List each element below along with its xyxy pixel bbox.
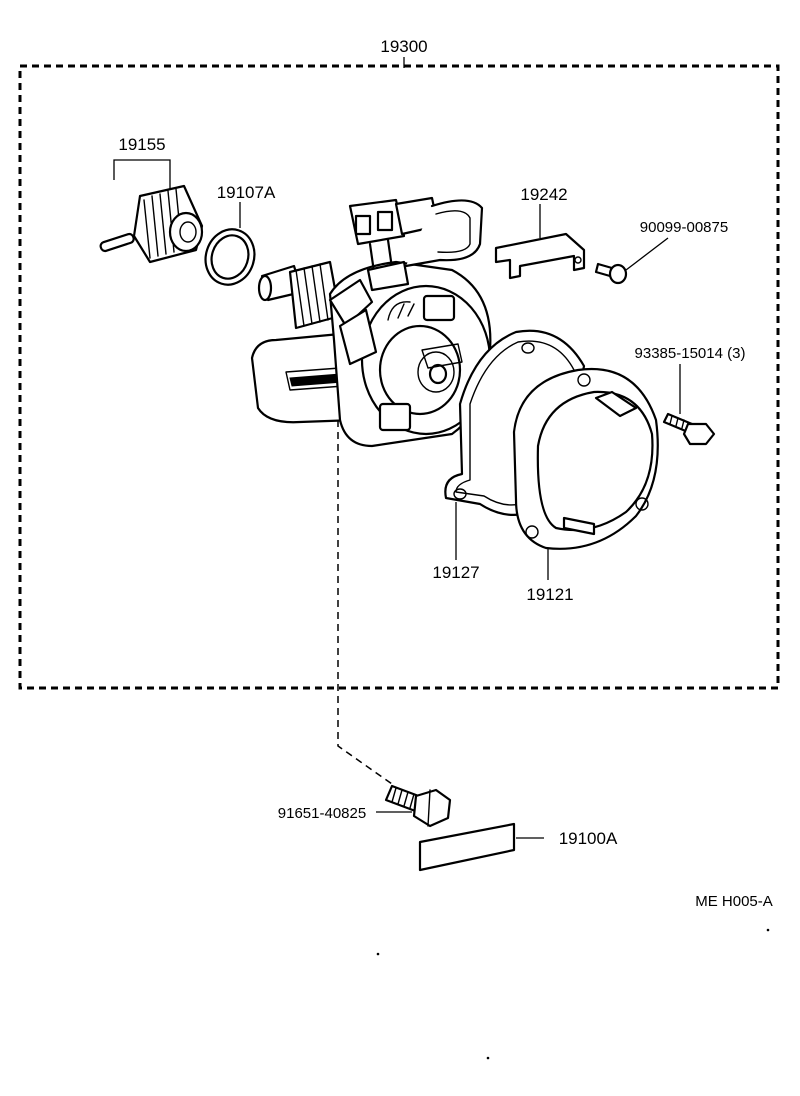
bracket-part <box>494 232 586 280</box>
drive-gear-part <box>99 184 204 264</box>
distributor-housing-part <box>250 196 492 448</box>
speck <box>766 928 770 932</box>
label-bolt: 91651-40825 <box>278 805 366 822</box>
drive-gear-leader <box>113 159 171 190</box>
label-drive-gear: 19155 <box>118 135 165 154</box>
label-o-ring: 19107A <box>217 183 276 202</box>
label-screw-cap: 93385-15014 (3) <box>635 345 746 362</box>
label-bracket: 19242 <box>520 185 567 204</box>
screw-bracket-leader <box>625 237 669 271</box>
speck <box>486 1056 490 1060</box>
cap-part <box>512 367 659 550</box>
screw-cap-part <box>662 412 716 446</box>
label-cap: 19121 <box>526 585 573 604</box>
assembly-boundary <box>18 64 780 690</box>
o-ring-part <box>204 228 256 286</box>
screw-bracket-part <box>594 262 628 285</box>
label-plate-part <box>418 822 516 872</box>
label-assembly: 19300 <box>380 37 427 56</box>
label-screw-bracket: 90099-00875 <box>640 219 728 236</box>
label-gasket: 19127 <box>432 563 479 582</box>
bolt-part <box>384 784 452 828</box>
diagram-code: ME H005-A <box>695 893 773 910</box>
label-label-plate: 19100A <box>559 829 618 848</box>
bolt-dash-line <box>337 420 393 785</box>
speck <box>376 952 380 956</box>
